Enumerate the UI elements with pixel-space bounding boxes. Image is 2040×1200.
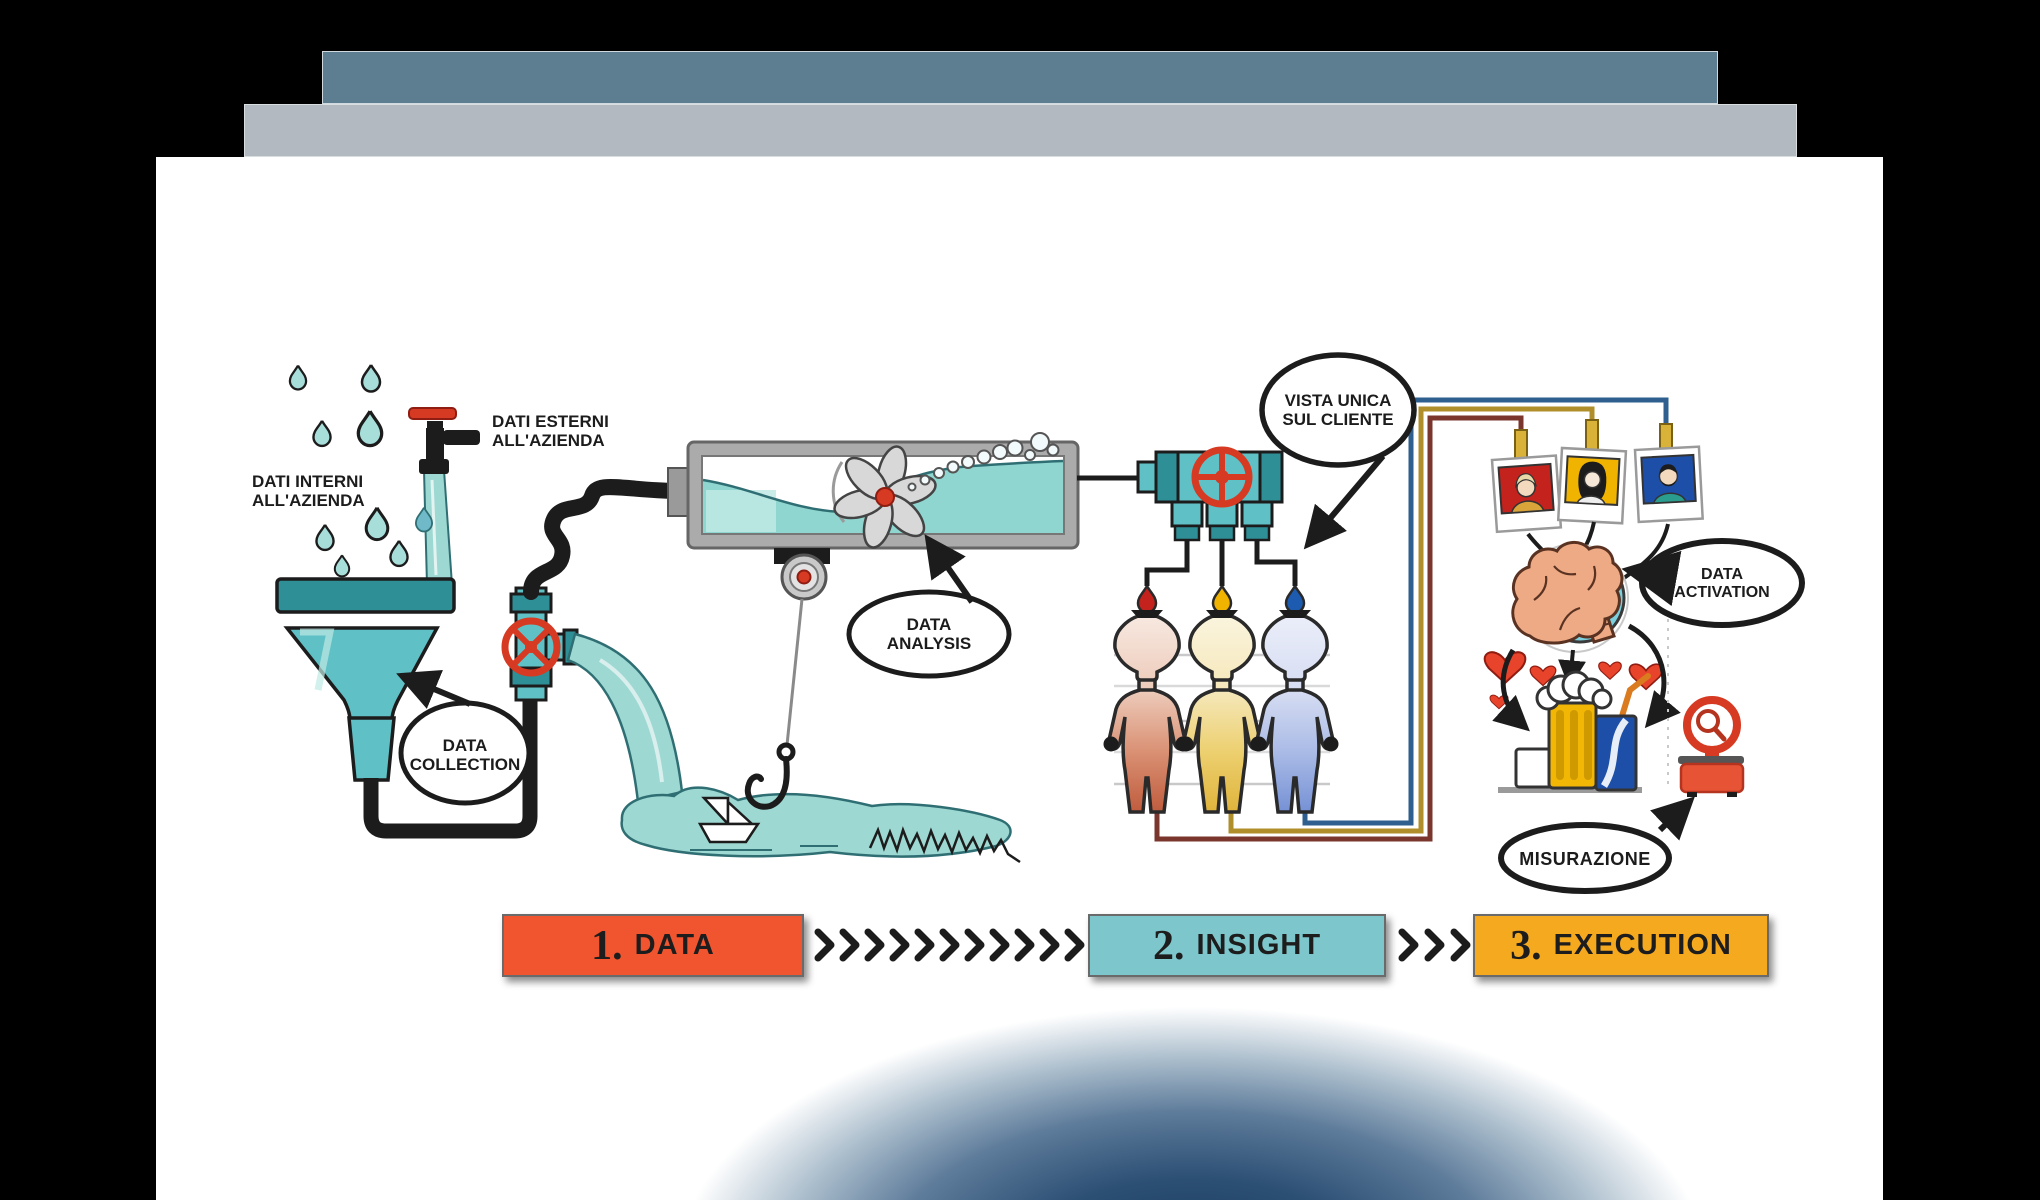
label-dati-esterni: DATI ESTERNI ALL'AZIENDA <box>492 412 609 451</box>
stage-label: DATA <box>634 929 715 961</box>
stage-label: INSIGHT <box>1196 929 1322 961</box>
stage-label: EXECUTION <box>1553 929 1732 961</box>
stage-box-execution: 3. EXECUTION <box>1473 914 1769 977</box>
stage-box-data: 1. DATA <box>502 914 804 977</box>
label-dati-interni: DATI INTERNI ALL'AZIENDA <box>252 472 365 511</box>
label-data-activation: DATA ACTIVATION <box>1674 566 1770 601</box>
label-data-analysis: DATA ANALYSIS <box>886 614 972 653</box>
stage-number: 2. <box>1152 922 1185 969</box>
stage-number: 3. <box>1510 922 1542 969</box>
slide <box>156 157 1883 1200</box>
stage-box-insight: 2. INSIGHT <box>1088 914 1386 977</box>
label-misurazione: MISURAZIONE <box>1519 848 1651 869</box>
stage-number: 1. <box>591 922 623 969</box>
deck-header-bar <box>322 51 1718 104</box>
deck-subheader-bar <box>244 104 1797 157</box>
label-data-collection: DATA COLLECTION <box>409 735 521 774</box>
label-vista-unica: VISTA UNICA SUL CLIENTE <box>1282 390 1394 429</box>
